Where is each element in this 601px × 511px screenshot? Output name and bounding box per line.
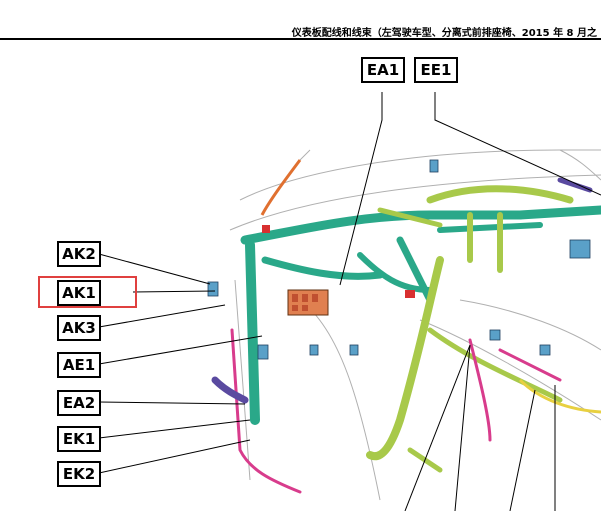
junction-block [287,289,329,316]
leader-lines [98,92,601,511]
highlight-box-ak1 [38,276,137,308]
harness-connectors [207,159,591,360]
connector-label-ea1[interactable]: EA1 [361,57,405,83]
dashboard-outline [229,149,601,501]
pink-harness [230,328,562,494]
orange-harness [260,159,302,216]
connector-label-ak2[interactable]: AK2 [57,241,101,267]
connector-label-ea2[interactable]: EA2 [57,390,101,416]
page-header-title: 仪表板配线和线束（左驾驶车型、分离式前排座椅、2015 年 8 月之 [291,28,597,39]
green-harness [366,185,574,473]
connector-label-ae1[interactable]: AE1 [57,352,101,378]
connector-label-ak1[interactable]: AK1 [57,280,101,306]
yellow-wire [518,378,601,414]
header-rule [0,38,601,40]
connector-label-ek2[interactable]: EK2 [57,461,101,487]
connector-label-ak3[interactable]: AK3 [57,315,101,341]
connector-label-ee1[interactable]: EE1 [414,57,458,83]
red-connectors [262,225,415,298]
purple-harness [211,177,593,404]
teal-harness [240,205,601,425]
connector-label-ek1[interactable]: EK1 [57,426,101,452]
